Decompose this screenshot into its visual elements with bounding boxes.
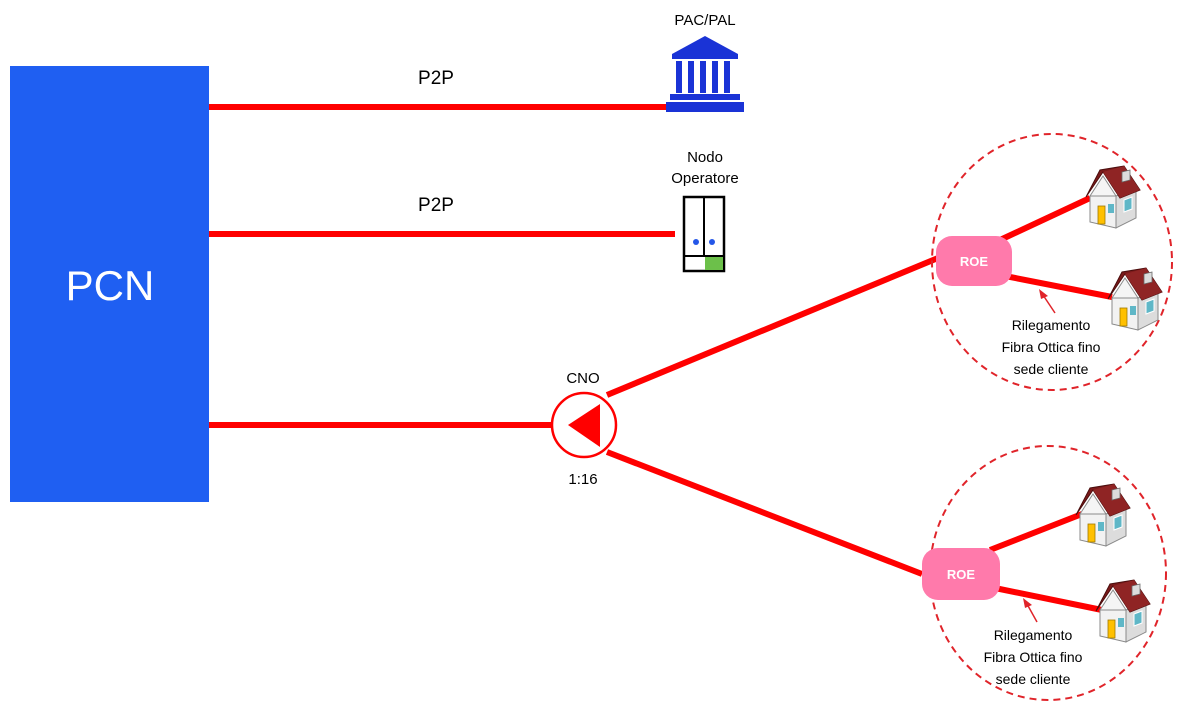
note-line-2: Fibra Ottica fino [1002, 339, 1101, 355]
government-building-icon [666, 36, 744, 112]
nodo-label-line2: Operatore [671, 170, 739, 187]
note-line-3: sede cliente [1014, 361, 1089, 377]
note-line-2: Fibra Ottica fino [984, 649, 1083, 665]
pac-pal-label: PAC/PAL [674, 12, 735, 29]
customer-cluster-2: ROE Rilegamento Fibra Ottica fino sede c… [922, 445, 1167, 701]
fiber-line-roe-top [605, 255, 940, 398]
house-icon [1095, 579, 1151, 643]
cno-ratio-label: 1:16 [568, 471, 597, 488]
rack-cabinet-icon [682, 195, 726, 273]
drop-fiber [988, 511, 1084, 553]
house-icon [1107, 267, 1163, 331]
customer-cluster-1: ROE Rilegamento Fibra Ottica fino sede c… [931, 133, 1173, 391]
roe-box [936, 236, 1012, 286]
roe-label: ROE [947, 567, 976, 582]
drop-fiber [989, 584, 1103, 613]
splitter-triangle-icon [550, 391, 618, 459]
roe-box [922, 548, 1000, 600]
nodo-label-line1: Nodo [687, 149, 723, 166]
p2p-label-2: P2P [418, 195, 454, 216]
note-arrow-head [1023, 598, 1032, 608]
note-arrow [1026, 603, 1038, 623]
drop-fiber [999, 272, 1113, 300]
pcn-label: PCN [66, 262, 155, 309]
note-line-1: Rilegamento [1012, 317, 1091, 333]
cluster-boundary [931, 133, 1173, 391]
fiber-line-roe-bottom [605, 449, 924, 577]
note-arrow [1042, 294, 1056, 314]
house-icon [1085, 165, 1141, 229]
roe-label: ROE [960, 254, 989, 269]
note-line-3: sede cliente [996, 671, 1071, 687]
p2p-label-1: P2P [418, 68, 454, 89]
note-line-1: Rilegamento [994, 627, 1073, 643]
note-arrow-head [1039, 289, 1048, 299]
pcn-block [10, 66, 209, 502]
house-icon [1075, 483, 1131, 547]
cno-label: CNO [566, 370, 599, 387]
drop-fiber [998, 195, 1092, 243]
